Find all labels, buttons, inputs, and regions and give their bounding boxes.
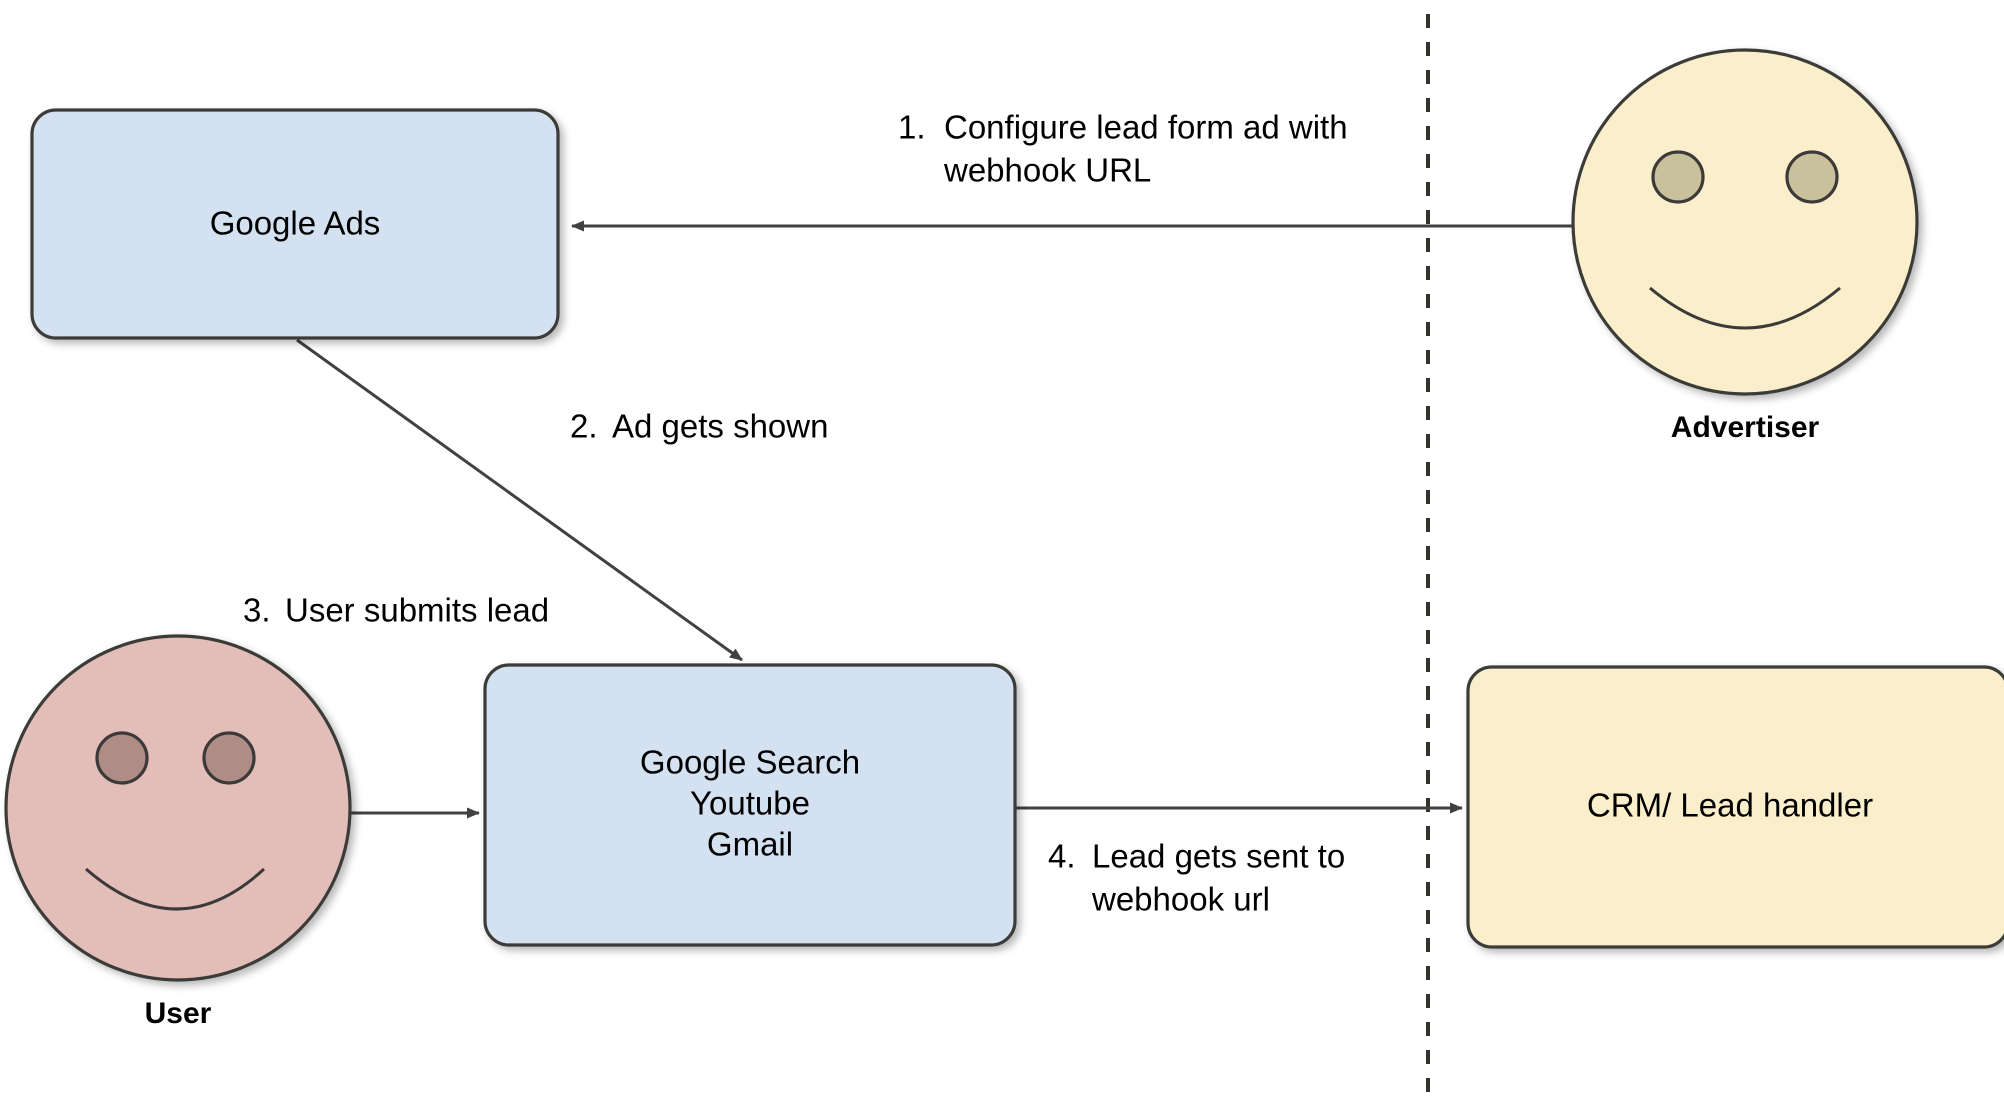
node-google-ads[interactable]: Google Ads — [30, 108, 560, 340]
edge-1-label-line-2: webhook URL — [943, 152, 1151, 189]
google-surfaces-box[interactable] — [483, 663, 1017, 947]
advertiser-smile-icon — [1649, 286, 1841, 330]
edge-3-step-number: 3. — [243, 592, 271, 629]
edge-3-label-line-1: User submits lead — [285, 592, 549, 629]
edge-2-label-line-1: Ad gets shown — [612, 408, 828, 445]
node-crm-lead-handler[interactable]: CRM/ Lead handler — [1466, 665, 2004, 949]
google-surfaces-label-line-1: Google Search — [640, 744, 860, 781]
crm-lead-handler-box[interactable] — [1466, 665, 2004, 949]
google-surfaces-label-line-3: Gmail — [707, 826, 793, 863]
user-smile-icon — [85, 867, 266, 911]
advertiser-right-eye-icon — [1785, 150, 1839, 204]
actor-advertiser[interactable]: Advertiser — [1571, 48, 1919, 444]
edge-user-to-surfaces: 3. User submits lead — [243, 592, 549, 819]
edge-1-step-number: 1. — [898, 109, 926, 146]
edge-4-label-line-1: Lead gets sent to — [1092, 838, 1345, 875]
edge-2-line — [296, 338, 743, 662]
google-ads-label: Google Ads — [210, 205, 381, 242]
edge-advertiser-to-google-ads: 1. Configure lead form ad with webhook U… — [571, 109, 1572, 232]
google-ads-box[interactable] — [30, 108, 560, 340]
actor-user[interactable]: User — [4, 634, 352, 1030]
edge-4-step-number: 4. — [1048, 838, 1076, 875]
crm-lead-handler-label: CRM/ Lead handler — [1587, 787, 1873, 824]
node-google-surfaces[interactable]: Google Search Youtube Gmail — [483, 663, 1017, 947]
edge-4-label-line-2: webhook url — [1091, 881, 1270, 918]
google-surfaces-label-line-2: Youtube — [690, 785, 810, 822]
edge-surfaces-to-crm: 4. Lead gets sent to webhook url — [1015, 802, 1463, 918]
user-right-eye-icon — [202, 731, 256, 785]
edge-1-label-line-1: Configure lead form ad with — [944, 109, 1348, 146]
user-caption: User — [145, 997, 212, 1030]
advertiser-face-icon[interactable] — [1571, 48, 1919, 396]
edge-2-step-number: 2. — [570, 408, 598, 445]
advertiser-caption: Advertiser — [1671, 411, 1820, 444]
edge-google-ads-to-surfaces: 2. Ad gets shown — [296, 338, 828, 662]
user-left-eye-icon — [95, 731, 149, 785]
advertiser-left-eye-icon — [1651, 150, 1705, 204]
user-face-icon[interactable] — [4, 634, 352, 982]
